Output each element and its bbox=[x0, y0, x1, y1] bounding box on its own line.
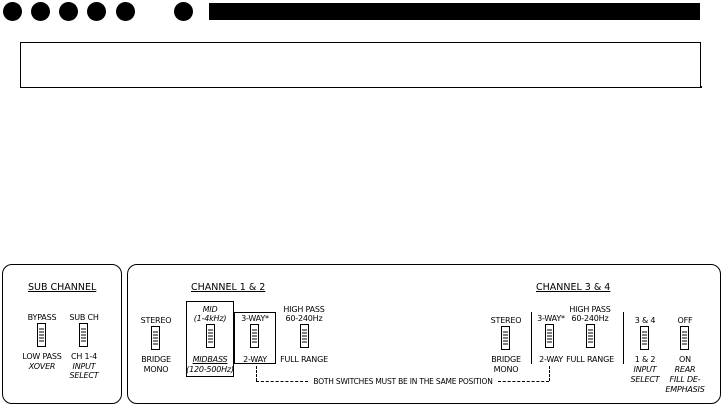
channel-panel bbox=[127, 264, 721, 404]
ch12-mid-top-label-2: (1-4kHz) bbox=[193, 314, 227, 323]
mid-midbass-box bbox=[186, 301, 234, 377]
ch34-input-bottom-label: 1 & 2 bbox=[634, 355, 656, 364]
ch12-hp-top-label-2: 60-240Hz bbox=[285, 314, 323, 323]
sub-channel-panel bbox=[2, 264, 122, 404]
ch12-mode-top-label: STEREO bbox=[140, 316, 172, 325]
ch34-hp-top-label-2: 60-240Hz bbox=[571, 314, 609, 323]
header-dot-1 bbox=[3, 2, 22, 21]
sub-input-caption-2: SELECT bbox=[69, 371, 99, 380]
connector-right-horizontal bbox=[498, 381, 549, 382]
ch34-way-switch[interactable] bbox=[545, 324, 554, 348]
rear-fill-top-label: OFF bbox=[677, 316, 693, 325]
channel-3-4-title: CHANNEL 3 & 4 bbox=[536, 282, 611, 293]
header-dot-2 bbox=[31, 2, 50, 21]
xover-caption: XOVER bbox=[28, 362, 56, 371]
ch34-input-caption-1: INPUT bbox=[633, 365, 657, 374]
ch12-way-bottom-label: 2-WAY bbox=[243, 355, 267, 364]
xover-switch[interactable] bbox=[37, 323, 46, 347]
switch-slider-icon bbox=[81, 328, 86, 342]
ch34-mode-switch[interactable] bbox=[501, 326, 510, 350]
ch34-hp-switch[interactable] bbox=[586, 324, 595, 348]
sub-input-switch[interactable] bbox=[79, 323, 88, 347]
connector-left-horizontal bbox=[256, 381, 308, 382]
ch12-mid-bottom-label-2: (120-500Hz) bbox=[186, 365, 234, 374]
ch12-hp-switch[interactable] bbox=[300, 324, 309, 348]
rear-fill-bottom-label: ON bbox=[679, 355, 691, 364]
xover-top-label: BYPASS bbox=[27, 313, 57, 322]
xover-bottom-label: LOW PASS bbox=[22, 352, 62, 361]
header-dot-6 bbox=[174, 2, 193, 21]
ch34-way-left-divider bbox=[531, 312, 532, 364]
ch12-way-top-label: 3-WAY* bbox=[241, 314, 269, 323]
header-dot-4 bbox=[87, 2, 106, 21]
rear-fill-caption-2: FILL DE- bbox=[669, 375, 701, 384]
ch34-input-divider bbox=[623, 312, 624, 364]
sub-input-bottom-label: CH 1-4 bbox=[70, 352, 97, 361]
ch12-way-switch[interactable] bbox=[250, 324, 259, 348]
ch34-input-switch[interactable] bbox=[640, 326, 649, 350]
ch12-mid-switch[interactable] bbox=[206, 324, 215, 348]
same-position-note: BOTH SWITCHES MUST BE IN THE SAME POSITI… bbox=[313, 377, 493, 386]
connector-right-vertical bbox=[549, 366, 550, 381]
rear-fill-caption-1: REAR bbox=[674, 365, 696, 374]
note-box-right-tick bbox=[700, 86, 702, 88]
switch-slider-icon bbox=[208, 329, 213, 343]
ch12-mode-switch[interactable] bbox=[151, 326, 160, 350]
sub-input-top-label: SUB CH bbox=[69, 313, 99, 322]
ch34-mode-bottom-label-2: MONO bbox=[493, 365, 519, 374]
ch12-hp-top-label-1: HIGH PASS bbox=[283, 305, 325, 314]
ch34-way-bottom-label: 2-WAY bbox=[539, 355, 563, 364]
ch12-mid-top-label-1: MID bbox=[202, 305, 218, 314]
ch34-way-top-label: 3-WAY* bbox=[537, 314, 565, 323]
switch-slider-icon bbox=[252, 329, 257, 343]
ch34-input-caption-2: SELECT bbox=[630, 375, 660, 384]
sub-input-caption-1: INPUT bbox=[72, 362, 96, 371]
switch-slider-icon bbox=[588, 329, 593, 343]
ch34-input-top-label: 3 & 4 bbox=[634, 316, 656, 325]
connector-left-vertical bbox=[256, 366, 257, 381]
ch34-mode-top-label: STEREO bbox=[490, 316, 522, 325]
switch-slider-icon bbox=[302, 329, 307, 343]
way-box bbox=[234, 312, 276, 364]
header-dot-3 bbox=[59, 2, 78, 21]
sub-channel-title: SUB CHANNEL bbox=[28, 282, 97, 293]
switch-slider-icon bbox=[547, 329, 552, 343]
switch-slider-icon bbox=[153, 331, 158, 345]
ch12-mode-bottom-label-2: MONO bbox=[143, 365, 169, 374]
ch34-hp-top-label-1: HIGH PASS bbox=[569, 305, 611, 314]
switch-slider-icon bbox=[39, 328, 44, 342]
header-dot-5 bbox=[116, 2, 135, 21]
ch12-hp-bottom-label: FULL RANGE bbox=[280, 355, 328, 364]
rear-fill-caption-3: EMPHASIS bbox=[665, 385, 705, 394]
ch12-mid-bottom-label-1: MIDBASS bbox=[192, 355, 228, 364]
ch34-hp-bottom-label: FULL RANGE bbox=[566, 355, 614, 364]
switch-slider-icon bbox=[642, 331, 647, 345]
header-bar bbox=[209, 3, 700, 20]
empty-note-box bbox=[20, 42, 701, 88]
rear-fill-switch[interactable] bbox=[680, 326, 689, 350]
switch-slider-icon bbox=[682, 331, 687, 345]
ch12-mode-bottom-label-1: BRIDGE bbox=[141, 355, 171, 364]
switch-slider-icon bbox=[503, 331, 508, 345]
channel-1-2-title: CHANNEL 1 & 2 bbox=[191, 282, 266, 293]
ch34-mode-bottom-label-1: BRIDGE bbox=[491, 355, 521, 364]
